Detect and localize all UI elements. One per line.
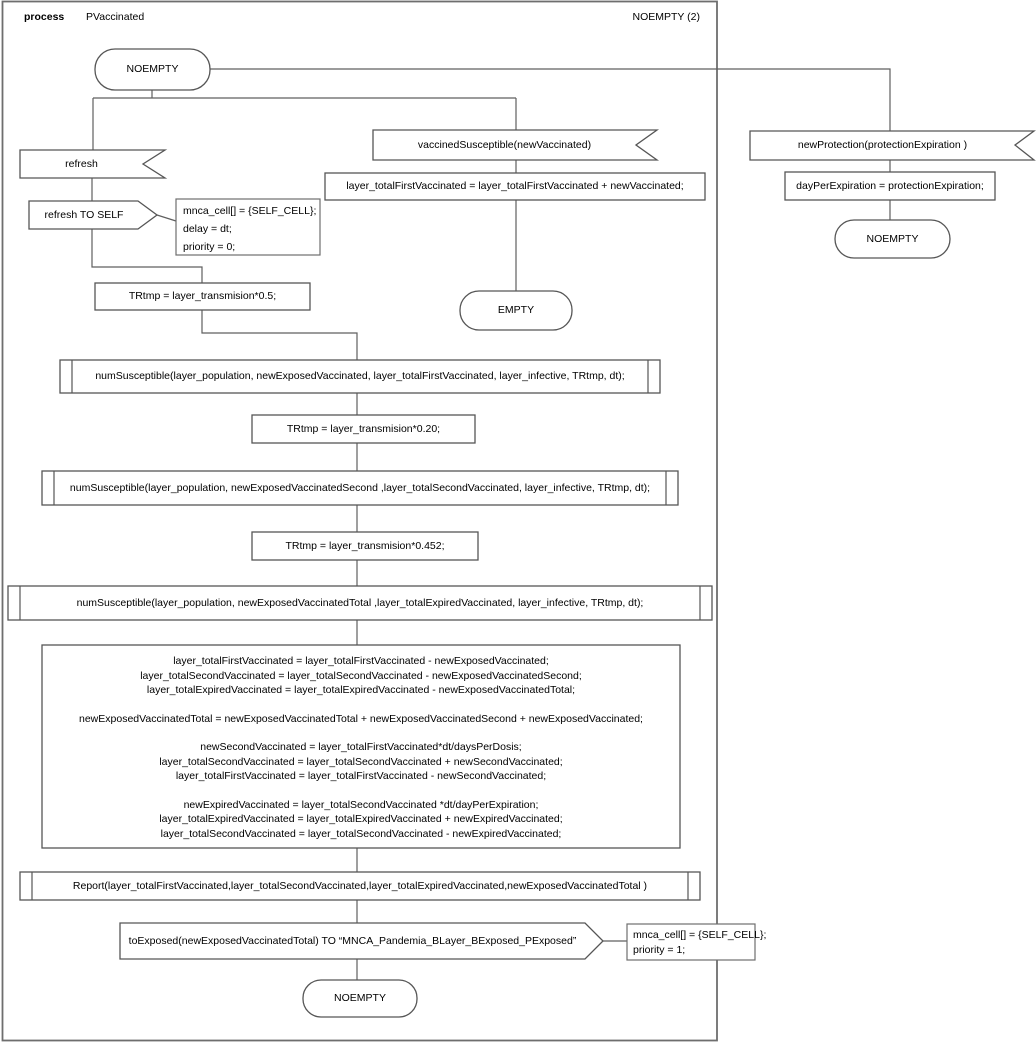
connector — [156, 214, 177, 222]
calc-block: layer_totalFirstVaccinated = layer_total… — [50, 647, 672, 853]
predefined-bars — [31, 872, 689, 900]
num-susceptible-2-shape[interactable] — [41, 470, 679, 506]
protection-state-shape[interactable] — [834, 219, 951, 259]
process-kind-label: process — [24, 10, 65, 23]
predefined-bars — [19, 586, 701, 620]
calc-line: layer_totalFirstVaccinated = layer_total… — [173, 655, 549, 667]
trtmp-0452-label: TRtmp = layer_transmision*0.452; — [285, 539, 445, 552]
calc-line: newExpiredVaccinated = layer_totalSecond… — [183, 798, 539, 811]
report-call-shape[interactable] — [19, 871, 701, 901]
trtmp-05-shape[interactable] — [94, 282, 311, 311]
calc-line: layer_totalExpiredVaccinated = layer_tot… — [159, 813, 563, 825]
note-line: priority = 0; — [183, 241, 236, 253]
process-frame — [1, 0, 718, 1042]
to-exposed-note-shape[interactable] — [626, 923, 756, 961]
calc-group: newExpiredVaccinated = layer_totalSecond… — [159, 798, 562, 842]
calc-line: layer_totalSecondVaccinated = layer_tota… — [160, 827, 562, 840]
to-exposed-send-label: toExposed(newExposedVaccinatedTotal) TO … — [128, 934, 577, 947]
refresh-note: mnca_cell[] = {SELF_CELL}; delay = dt; p… — [183, 202, 317, 256]
predefined-bars — [71, 360, 649, 393]
calc-line: layer_totalSecondVaccinated = layer_tota… — [159, 755, 563, 768]
protection-state-label: NOEMPTY — [866, 232, 919, 245]
vaccinated-receive-label: vaccinedSusceptible(newVaccinated) — [417, 138, 592, 151]
protection-receive-shape[interactable] — [749, 130, 1036, 161]
empty-state-shape[interactable] — [459, 290, 573, 331]
start-state-label: NOEMPTY — [126, 63, 179, 76]
trtmp-020-shape[interactable] — [251, 414, 476, 444]
calc-line: newExposedVaccinatedTotal = newExposedVa… — [79, 712, 643, 725]
process-status-label: NOEMPTY (2) — [632, 10, 700, 23]
calc-line: layer_totalExpiredVaccinated = layer_tot… — [146, 684, 576, 696]
refresh-note-shape[interactable] — [175, 198, 321, 256]
calc-line: newSecondVaccinated = layer_totalFirstVa… — [200, 741, 522, 753]
process-name-label: PVaccinated — [86, 10, 145, 23]
end-state-shape[interactable] — [302, 979, 418, 1018]
num-susceptible-2-label: numSusceptible(layer_population, newExpo… — [69, 481, 651, 494]
refresh-send-label: refresh TO SELF — [44, 208, 124, 221]
trtmp-05-label: TRtmp = layer_transmision*0.5; — [128, 290, 277, 303]
protection-assign-label: dayPerExpiration = protectionExpiration; — [796, 179, 984, 192]
calc-block-shape[interactable] — [41, 644, 681, 849]
calc-line: layer_totalFirstVaccinated = layer_total… — [175, 770, 547, 782]
connector — [210, 68, 891, 131]
refresh-receive-shape[interactable] — [19, 149, 168, 179]
num-susceptible-3-label: numSusceptible(layer_population, newExpo… — [76, 596, 644, 609]
to-exposed-send-shape[interactable] — [119, 922, 604, 960]
empty-state-label: EMPTY — [497, 304, 535, 317]
start-state-shape[interactable] — [94, 48, 211, 91]
note-line: mnca_cell[] = {SELF_CELL}; — [633, 929, 767, 941]
report-call-label: Report(layer_totalFirstVaccinated,layer_… — [72, 879, 648, 892]
num-susceptible-3-shape[interactable] — [7, 585, 713, 621]
refresh-send-shape[interactable] — [28, 200, 159, 230]
num-susceptible-1-shape[interactable] — [59, 359, 661, 394]
to-exposed-note: mnca_cell[] = {SELF_CELL}; priority = 1; — [633, 928, 767, 958]
connector — [201, 310, 358, 360]
note-line: mnca_cell[] = {SELF_CELL}; — [183, 205, 317, 217]
trtmp-0452-shape[interactable] — [251, 531, 479, 561]
calc-group: newExposedVaccinatedTotal = newExposedVa… — [79, 712, 643, 727]
vaccinated-assign-shape[interactable] — [324, 172, 706, 201]
end-state-label: NOEMPTY — [334, 992, 386, 1005]
protection-receive-label: newProtection(protectionExpiration ) — [797, 139, 968, 152]
calc-group: layer_totalFirstVaccinated = layer_total… — [140, 654, 582, 698]
calc-group: newSecondVaccinated = layer_totalFirstVa… — [159, 740, 562, 784]
trtmp-020-label: TRtmp = layer_transmision*0.20; — [286, 422, 441, 435]
vaccinated-assign-label: layer_totalFirstVaccinated = layer_total… — [346, 180, 684, 193]
note-line: delay = dt; — [183, 223, 232, 235]
vaccinated-receive-shape[interactable] — [372, 129, 660, 161]
protection-assign-shape[interactable] — [784, 171, 996, 201]
calc-line: layer_totalSecondVaccinated = layer_tota… — [140, 669, 582, 682]
connector — [91, 229, 203, 283]
note-line: priority = 1; — [633, 944, 686, 956]
refresh-receive-label: refresh — [65, 157, 98, 170]
num-susceptible-1-label: numSusceptible(layer_population, newExpo… — [95, 370, 625, 383]
predefined-bars — [53, 471, 667, 505]
